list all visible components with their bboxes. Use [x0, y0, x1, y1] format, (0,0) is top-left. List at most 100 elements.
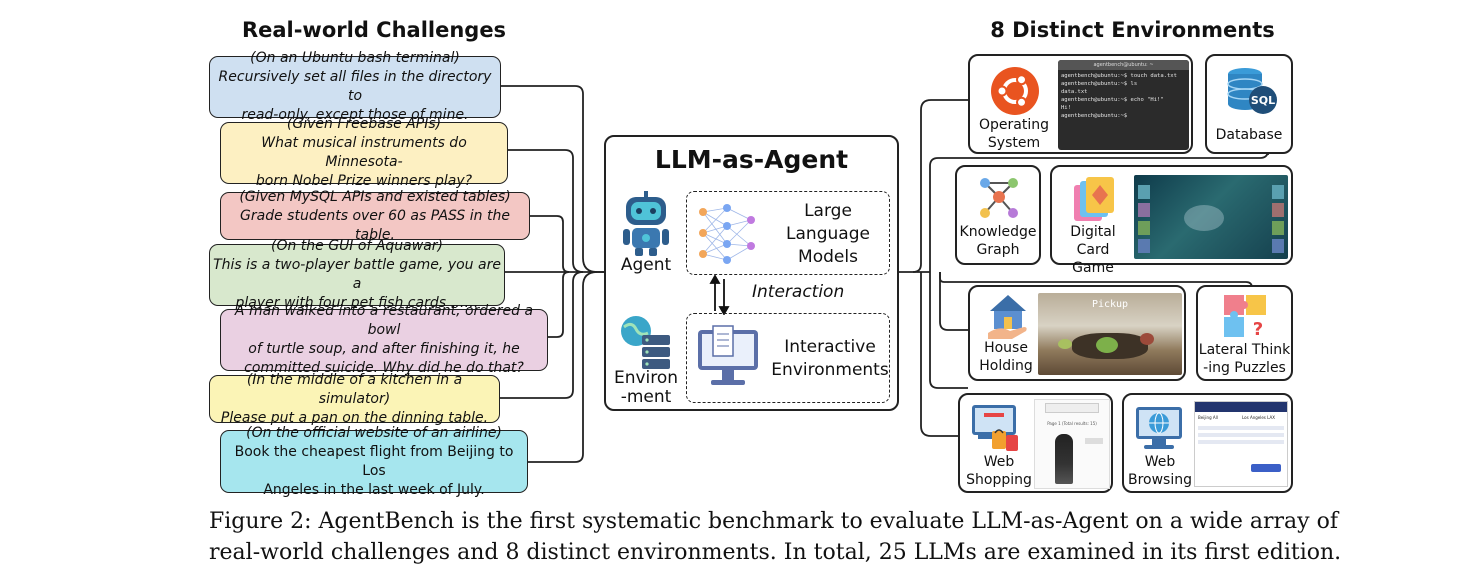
ws-label: Web Shopping [960, 453, 1038, 489]
challenge-context: (On the official website of an airline) [246, 424, 502, 441]
kg-label: Knowledge Graph [957, 223, 1039, 259]
challenge-context: (In the middle of a kitchen in a simulat… [246, 371, 463, 407]
llm-label-line: Language [786, 224, 870, 244]
card-game-icon [1072, 175, 1118, 225]
dcg-label: Digital Card Game [1052, 223, 1134, 277]
ltp-label: Lateral Think -ing Puzzles [1198, 341, 1291, 377]
os-label-line: System [987, 135, 1041, 151]
llm-dashed-box: Large Language Models [686, 191, 890, 275]
core-title: LLM-as-Agent [654, 145, 849, 174]
wb-label-line: Browsing [1127, 472, 1192, 488]
dcg-label-line: Game [1072, 260, 1114, 276]
svg-text:?: ? [1253, 319, 1263, 339]
neural-net-icon [697, 200, 757, 266]
challenge-text: of turtle soup, and after finishing it, … [248, 341, 520, 357]
interactive-env-label-line: Interactive [784, 337, 876, 357]
terminal-line: agentbench@ubuntu:~$ [1061, 113, 1128, 119]
hh-label-line: House [984, 340, 1028, 356]
challenge-text: Please put a pan on the dinning table. [220, 409, 489, 426]
challenge-text: player with four pet fish cards …… [235, 295, 479, 311]
to-city: Los Angeles LAX [1242, 415, 1275, 420]
sql-icon [1249, 86, 1277, 114]
robot-icon [620, 191, 672, 257]
env-web-browsing: Web Browsing Beijing All Los Angeles LAX [1122, 393, 1293, 493]
caption-line: Figure 2: AgentBench is the first system… [209, 509, 1338, 534]
env-web-shopping: Web Shopping Page 1 (Total results: 15) [958, 393, 1113, 493]
shopping-page-text: Page 1 (Total results: 15) [1047, 421, 1097, 426]
challenge-house: (In the middle of a kitchen in a simulat… [209, 372, 500, 426]
ltp-label-line: Lateral Think [1198, 342, 1291, 358]
os-label: Operating System [970, 116, 1058, 152]
house-icon [984, 293, 1032, 341]
environment-label: Environ -ment [606, 369, 686, 407]
environment-label-line: Environ [613, 368, 679, 388]
scene-text: Pickup [1091, 299, 1129, 310]
terminal-window: agentbench@ubuntu: ~ agentbench@ubuntu:~… [1058, 60, 1189, 150]
env-digital-card-game: Digital Card Game [1050, 165, 1293, 276]
terminal-body: agentbench@ubuntu:~$ touch data.txt agen… [1058, 70, 1189, 122]
challenge-text: A man walked into a restaurant, ordered … [234, 303, 534, 338]
terminal-title: agentbench@ubuntu: ~ [1058, 60, 1189, 70]
kitchen-screenshot: Pickup [1038, 293, 1182, 375]
os-label-line: Operating [979, 117, 1049, 133]
right-heading: 8 Distinct Environments [990, 18, 1275, 42]
wb-label-line: Web [1144, 454, 1176, 470]
shopping-icon [970, 403, 1022, 453]
hh-label-line: Holding [979, 358, 1033, 374]
caption-line: real-world challenges and 8 distinct env… [209, 540, 1342, 565]
interaction-arrows [709, 275, 730, 315]
challenge-text: Recursively set all files in the directo… [218, 69, 492, 104]
terminal-line: Hi! [1061, 105, 1071, 111]
challenge-web: (On the official website of an airline) … [220, 425, 528, 498]
agent-label: Agent [620, 255, 672, 275]
terminal-line: agentbench@ubuntu:~$ echo "Hi!" [1061, 97, 1164, 103]
challenge-os: (On an Ubuntu bash terminal) Recursively… [209, 50, 501, 123]
server-icon [618, 313, 674, 371]
interactive-env-label: Interactive Environments [771, 336, 889, 382]
challenge-card-game: (On the GUI of Aquawar) This is a two-pl… [209, 238, 505, 311]
challenge-text: This is a two-player battle game, you ar… [213, 257, 501, 292]
terminal-line: data.txt [1061, 89, 1088, 95]
env-operating-system: Operating System agentbench@ubuntu: ~ ag… [968, 54, 1193, 154]
challenge-puzzle: A man walked into a restaurant, ordered … [220, 303, 548, 376]
challenge-text: born Nobel Prize winners play? [255, 173, 473, 189]
ws-label-line: Web [983, 454, 1015, 470]
knowledge-graph-icon [977, 175, 1021, 221]
figure-caption: Figure 2: AgentBench is the first system… [209, 506, 1342, 568]
challenge-context: (Given Freebase APIs) [286, 116, 442, 132]
puzzle-icon: ? [1222, 293, 1268, 339]
hh-label: House Holding [970, 339, 1042, 375]
challenge-text: What musical instruments do Minnesota- [261, 135, 467, 170]
env-lateral-thinking: ? Lateral Think -ing Puzzles [1196, 285, 1293, 381]
database-icon: SQL [1225, 66, 1279, 116]
wb-label: Web Browsing [1124, 453, 1196, 489]
card-game-screenshot [1134, 175, 1288, 259]
svg-text:SQL: SQL [1251, 94, 1275, 107]
db-label: Database [1215, 127, 1283, 143]
shopping-screenshot: Page 1 (Total results: 15) [1034, 399, 1110, 489]
challenge-text: committed suicide. Why did he do that? [244, 360, 524, 376]
llm-label-line: Models [798, 247, 858, 267]
kg-label-line: Graph [976, 242, 1020, 258]
terminal-line: agentbench@ubuntu:~$ touch data.txt [1061, 73, 1177, 79]
llm-as-agent-box: LLM-as-Agent Agent [604, 135, 899, 411]
ltp-label-line: -ing Puzzles [1203, 360, 1286, 376]
kg-label-line: Knowledge [959, 224, 1037, 240]
monitor-icon [695, 324, 761, 390]
globe-icon [1134, 403, 1184, 453]
llm-label: Large Language Models [773, 200, 883, 269]
env-knowledge-graph: Knowledge Graph [955, 165, 1041, 265]
challenge-text: Angeles in the last week of July. [263, 481, 485, 498]
env-database: SQL Database [1205, 54, 1293, 154]
ubuntu-icon [990, 66, 1040, 116]
interaction-label: Interaction [752, 282, 845, 302]
llm-label-line: Large [804, 201, 852, 221]
from-city: Beijing All [1198, 415, 1218, 420]
challenge-text: read-only, except those of mine. [241, 107, 469, 123]
left-heading: Real-world Challenges [241, 18, 507, 42]
interactive-env-label-line: Environments [771, 360, 889, 380]
challenge-context: (On an Ubuntu bash terminal) [250, 50, 460, 66]
challenge-context: (On the GUI of Aquawar) [270, 238, 443, 254]
interactive-env-dashed-box: Interactive Environments [686, 313, 890, 403]
env-house-holding: House Holding Pickup [968, 285, 1186, 381]
